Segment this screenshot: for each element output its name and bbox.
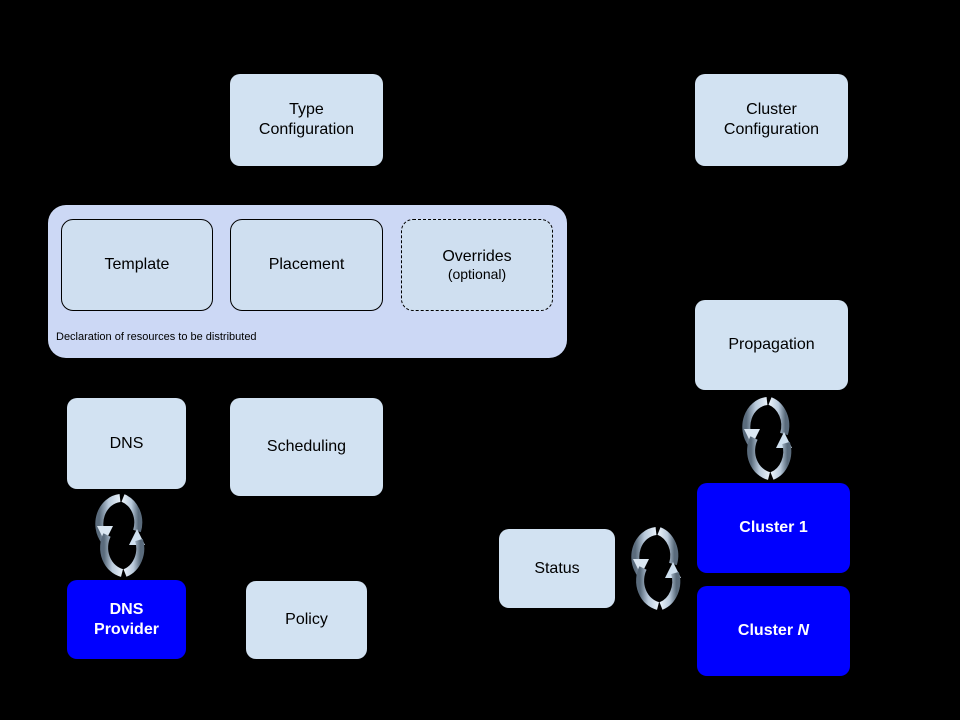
- node-status[interactable]: Status: [499, 529, 615, 608]
- node-template-label: Template: [104, 256, 170, 273]
- node-propagation[interactable]: Propagation: [695, 300, 848, 390]
- node-propagation-label: Propagation: [728, 336, 815, 354]
- node-placement[interactable]: Placement: [230, 219, 383, 311]
- node-cluster-1[interactable]: Cluster 1: [697, 483, 850, 573]
- node-dns-provider[interactable]: DNS Provider: [67, 580, 186, 659]
- node-overrides-sublabel: (optional): [447, 266, 507, 282]
- node-overrides-label: Overrides: [442, 248, 512, 265]
- node-policy-label: Policy: [285, 611, 328, 629]
- sync-cycle-icon-propagation: [742, 397, 792, 480]
- node-placement-label: Placement: [268, 256, 345, 273]
- node-scheduling-label: Scheduling: [266, 438, 347, 456]
- node-cluster-configuration-label: Cluster Configuration: [723, 101, 820, 138]
- node-cluster-n[interactable]: Cluster N: [697, 586, 850, 676]
- node-policy[interactable]: Policy: [246, 581, 367, 659]
- sync-cycle-icon-status: [631, 527, 681, 610]
- sync-cycle-icon-dns: [95, 494, 145, 577]
- node-cluster-n-label: Cluster N: [737, 622, 810, 640]
- declaration-group-caption: Declaration of resources to be distribut…: [56, 331, 257, 343]
- node-cluster-1-label: Cluster 1: [739, 519, 808, 537]
- node-cluster-configuration[interactable]: Cluster Configuration: [695, 74, 848, 166]
- node-cluster-n-index: N: [797, 622, 810, 640]
- node-dns[interactable]: DNS: [67, 398, 186, 489]
- node-type-configuration[interactable]: Type Configuration: [230, 74, 383, 166]
- node-dns-provider-label: DNS Provider: [94, 600, 159, 638]
- node-dns-label: DNS: [109, 434, 144, 452]
- node-scheduling[interactable]: Scheduling: [230, 398, 383, 496]
- node-overrides[interactable]: Overrides (optional): [401, 219, 553, 311]
- node-status-label: Status: [534, 559, 580, 577]
- node-type-configuration-label: Type Configuration: [258, 101, 355, 138]
- node-template[interactable]: Template: [61, 219, 213, 311]
